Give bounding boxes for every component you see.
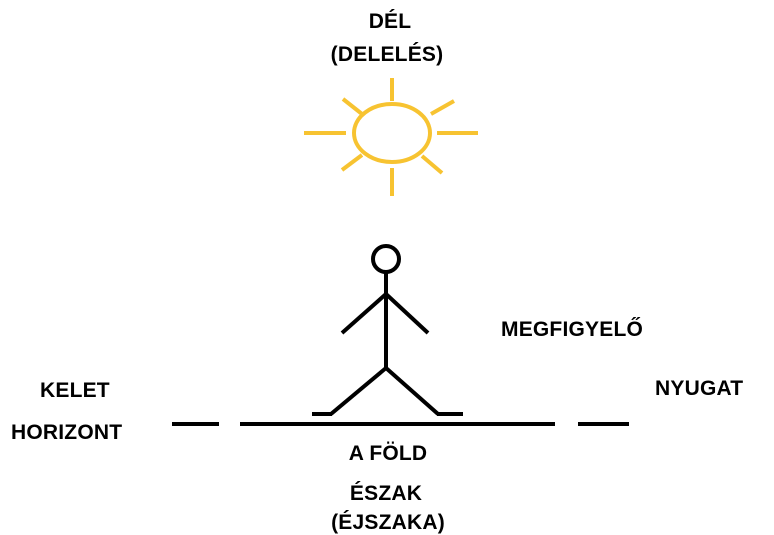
night-label: (ÉJSZAKA) bbox=[331, 511, 445, 534]
earth-label: A FÖLD bbox=[348, 442, 428, 465]
stick-figure-icon bbox=[312, 244, 463, 416]
observer-label: MEGFIGYELŐ bbox=[501, 318, 644, 341]
north-label: ÉSZAK bbox=[349, 482, 423, 505]
east-label: KELET bbox=[40, 379, 110, 402]
west-label: NYUGAT bbox=[655, 377, 744, 400]
sun-icon bbox=[304, 78, 478, 196]
south-label: DÉL bbox=[368, 10, 412, 33]
noon-label: (DELELÉS) bbox=[330, 43, 444, 66]
horizon-label: HORIZONT bbox=[11, 421, 123, 444]
